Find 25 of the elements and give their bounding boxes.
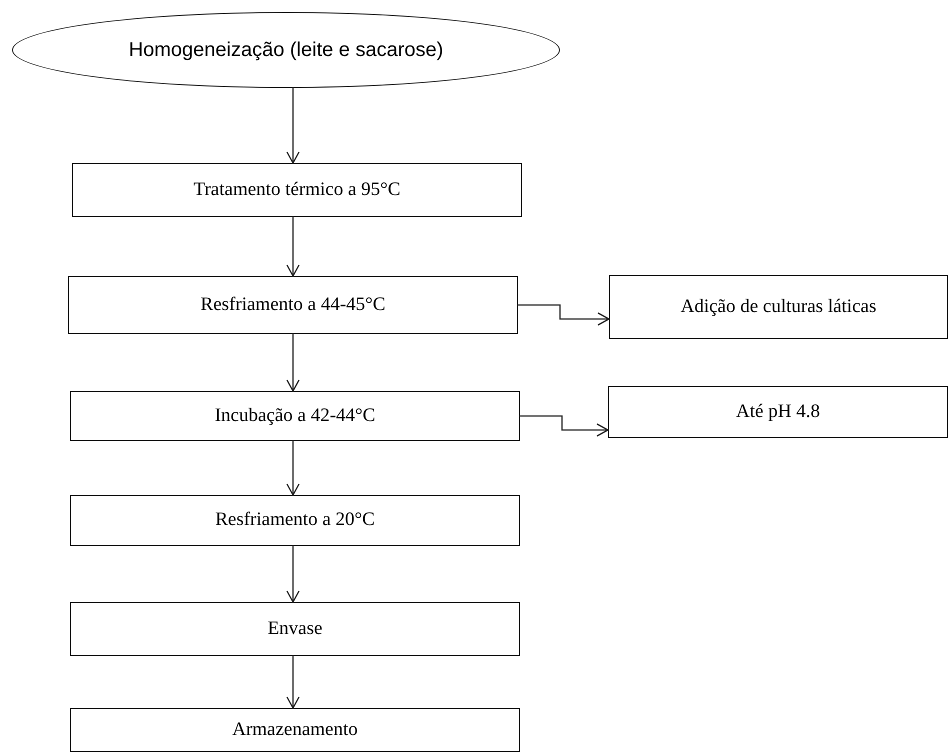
arrow — [286, 441, 300, 496]
arrow — [286, 334, 300, 392]
step-label: Incubação a 42-44°C — [214, 404, 376, 428]
arrow — [286, 217, 300, 277]
arrow — [518, 304, 610, 326]
process-box — [70, 495, 520, 546]
step-label: Adição de culturas láticas — [680, 294, 876, 319]
step-label: Armazenamento — [232, 718, 358, 742]
arrow — [286, 546, 300, 603]
step-label: Envase — [268, 616, 322, 641]
process-box — [70, 708, 520, 752]
step-label: Resfriamento a 44-45°C — [200, 292, 386, 317]
arrow — [286, 656, 300, 709]
arrow — [520, 415, 609, 437]
step-label: Homogeneização (leite e sacarose) — [128, 38, 444, 63]
process-box — [70, 602, 520, 656]
process-box — [608, 386, 948, 438]
step-label: Tratamento térmico a 95°C — [194, 178, 400, 202]
process-box — [68, 276, 518, 334]
process-box — [72, 163, 522, 217]
process-box — [70, 391, 520, 441]
process-box — [609, 275, 948, 339]
step-label: Até pH 4.8 — [736, 400, 820, 424]
arrow — [286, 88, 300, 164]
step-label: Resfriamento a 20°C — [215, 508, 375, 532]
